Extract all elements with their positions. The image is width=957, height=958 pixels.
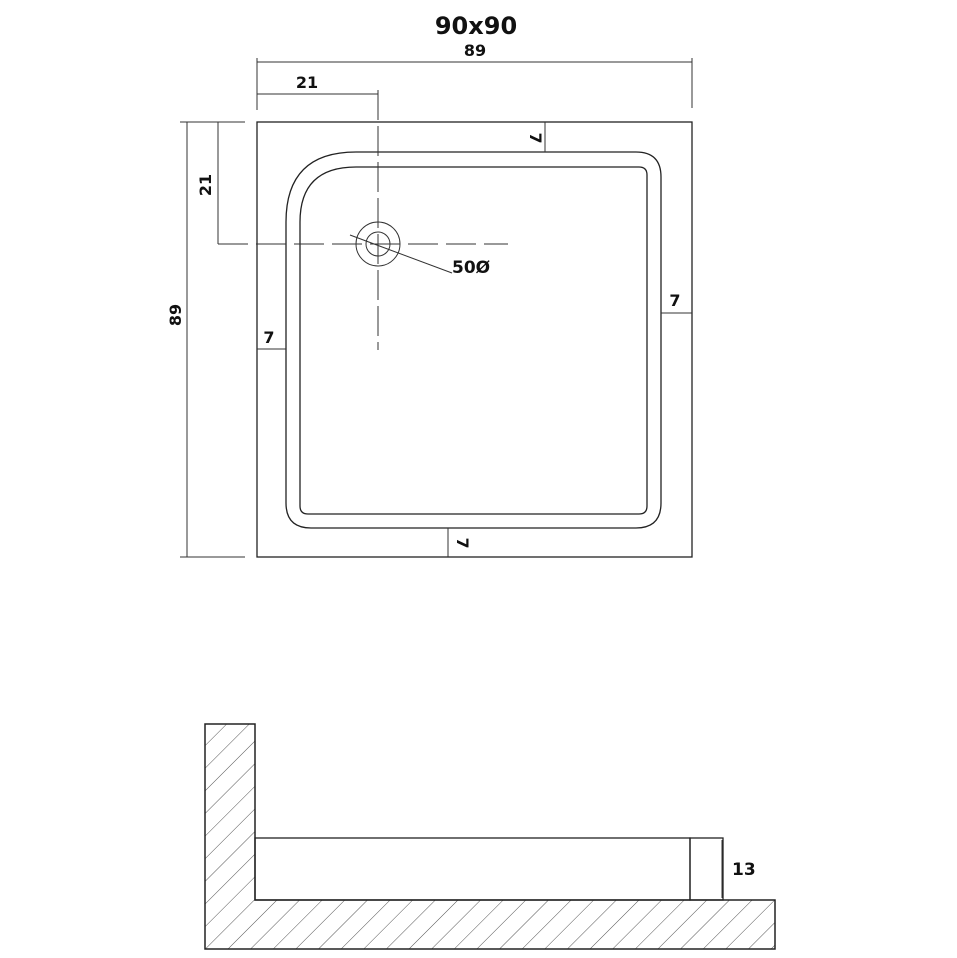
drain-leader: [349, 234, 453, 274]
rim-top-label: 7: [526, 132, 545, 143]
drain-offset-x-label: 21: [296, 73, 318, 92]
tray-floor-block: [254, 837, 691, 901]
drawing-title: 90x90: [435, 12, 517, 40]
rim-left-label: 7: [263, 328, 274, 347]
drain-offset-y-label: 21: [196, 174, 215, 196]
section-hatched-body: [204, 723, 776, 950]
depth-label: 13: [732, 860, 756, 880]
rim-right-label: 7: [669, 291, 680, 310]
tray-rim-block: [689, 837, 724, 901]
plan-view: 50Ø 89 21 89 21 7 7 7 7: [166, 41, 693, 558]
width-label: 89: [464, 41, 486, 60]
rim-bottom-label: 7: [453, 537, 472, 548]
tray-rim-outer: [285, 151, 662, 529]
section-view: 13: [204, 723, 776, 950]
drain-diameter-label: 50Ø: [452, 258, 490, 278]
tray-rim-inner: [299, 166, 648, 515]
height-label: 89: [166, 304, 185, 326]
tray-outline: [256, 121, 693, 558]
